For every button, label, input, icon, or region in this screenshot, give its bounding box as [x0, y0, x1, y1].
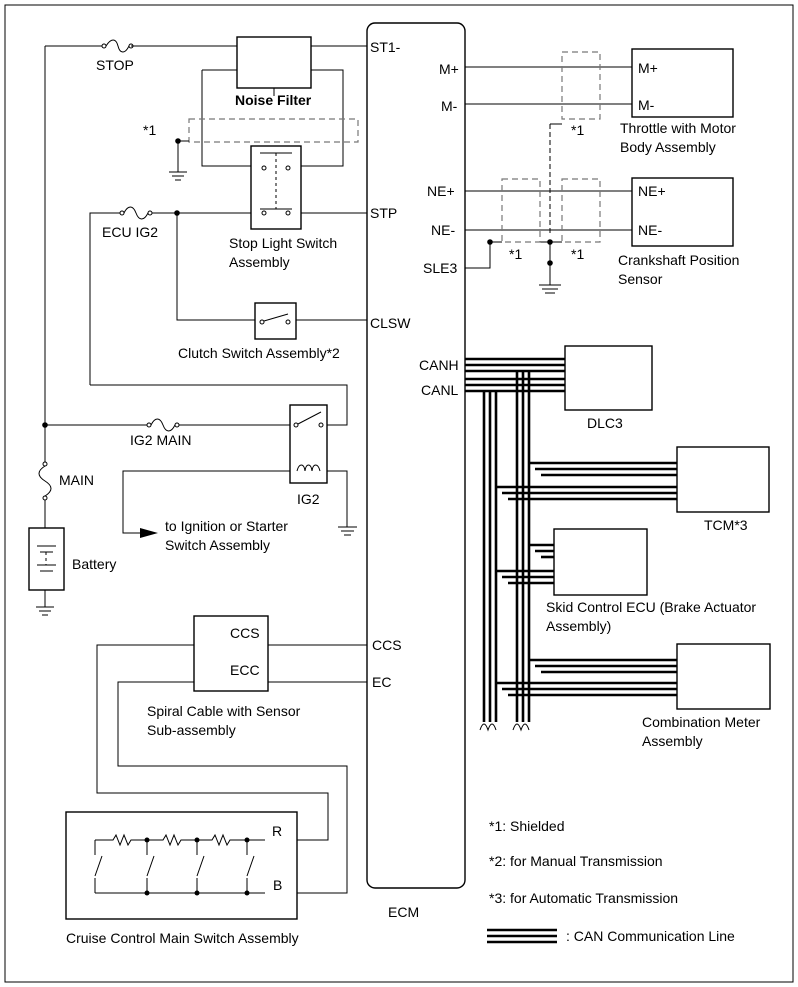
crank-wiring [465, 123, 632, 294]
note-shielded: *1: Shielded [489, 818, 565, 834]
noise-filter-label: Noise Filter [235, 92, 312, 108]
ecm-pin-st1: ST1- [370, 39, 401, 55]
ecm: ECM ST1- M+ M- NE+ NE- SLE3 STP CLSW CAN… [366, 22, 466, 920]
combination-meter-label: Combination Meter [642, 714, 761, 730]
ecm-box [366, 22, 466, 889]
junction-dot [42, 422, 48, 428]
spiral-cable-pin-ecc: ECC [230, 662, 260, 678]
ecm-pin-sle3: SLE3 [423, 260, 457, 276]
cruise-switch-label: Cruise Control Main Switch Assembly [66, 930, 299, 946]
skid-control-ecu-label: Skid Control ECU (Brake Actuator [546, 599, 756, 615]
legend-can-line: : CAN Communication Line [487, 928, 735, 944]
ecm-pin-canl: CANL [421, 382, 459, 398]
fuse-main: MAIN [38, 461, 94, 501]
spiral-cable-label: Spiral Cable with Sensor [147, 703, 301, 719]
ig2-relay: IG2 [289, 404, 328, 507]
tcm: TCM*3 [676, 446, 770, 533]
ground-symbol [338, 526, 357, 536]
dlc3-label: DLC3 [587, 415, 623, 431]
to-ignition-label-2: Switch Assembly [165, 537, 270, 553]
fuse-main-label: MAIN [59, 472, 94, 488]
spiral-cable-label-2: Sub-assembly [147, 722, 236, 738]
throttle-body: M+ M- Throttle with Motor Body Assembly [620, 48, 736, 155]
to-ignition: to Ignition or Starter Switch Assembly [140, 518, 288, 553]
fuse-ig2-main: IG2 MAIN [130, 418, 191, 448]
notes: *1: Shielded *2: for Manual Transmission… [489, 818, 678, 906]
throttle-wiring [465, 66, 632, 105]
crank-pin-neminus: NE- [638, 222, 662, 238]
crank-sensor: NE+ NE- Crankshaft Position Sensor [618, 177, 739, 287]
power-wiring [44, 45, 367, 534]
clutch-switch-label: Clutch Switch Assembly*2 [178, 345, 340, 361]
crank-pin-neplus: NE+ [638, 183, 666, 199]
battery: Battery [28, 527, 116, 616]
can-bus [465, 357, 677, 732]
crank-label-2: Sensor [618, 271, 663, 287]
ig2-relay-label: IG2 [297, 491, 320, 507]
throttle-pin-mplus: M+ [638, 60, 658, 76]
ecm-pin-ec: EC [372, 674, 391, 690]
ecm-pin-stp: STP [370, 205, 397, 221]
clutch-switch: Clutch Switch Assembly*2 [178, 302, 340, 361]
shield-crank-right: *1 [561, 178, 601, 262]
note-manual: *2: for Manual Transmission [489, 853, 663, 869]
throttle-label-2: Body Assembly [620, 139, 716, 155]
shield-throttle: *1 [561, 51, 601, 138]
noise-filter: Noise Filter [201, 36, 344, 167]
skid-control-ecu: Skid Control ECU (Brake Actuator Assembl… [546, 528, 756, 634]
stop-light-switch: Stop Light Switch Assembly [229, 145, 337, 270]
legend-can-label: : CAN Communication Line [566, 928, 735, 944]
ecm-pin-neplus: NE+ [427, 183, 455, 199]
cruise-switch-pin-r: R [272, 823, 282, 839]
to-ignition-label: to Ignition or Starter [165, 518, 288, 534]
dlc3: DLC3 [564, 345, 653, 431]
junction-dot [174, 210, 180, 216]
combination-meter-label-2: Assembly [642, 733, 703, 749]
ecm-pin-ccs: CCS [372, 637, 402, 653]
note-automatic: *3: for Automatic Transmission [489, 890, 678, 906]
shield-mark: *1 [571, 246, 584, 262]
ecm-label: ECM [388, 904, 419, 920]
battery-label: Battery [72, 556, 116, 572]
ecm-pin-mplus: M+ [439, 61, 459, 77]
ecm-pin-mminus: M- [441, 98, 458, 114]
shield-mark: *1 [143, 122, 156, 138]
cruise-control-main-switch: R B Cruise Control Main Switch Assembly [65, 811, 299, 946]
diagram-frame [4, 4, 794, 983]
ecm-pin-canh: CANH [419, 357, 459, 373]
throttle-label: Throttle with Motor [620, 120, 736, 136]
combination-meter: Combination Meter Assembly [642, 643, 771, 749]
stop-light-switch-label: Stop Light Switch [229, 235, 337, 251]
stop-light-switch-label-2: Assembly [229, 254, 290, 270]
fuse-stop-label: STOP [96, 57, 134, 73]
fuse-ecu-ig2: ECU IG2 [102, 206, 158, 240]
spiral-cable-pin-ccs: CCS [230, 625, 260, 641]
cruise-wiring [96, 644, 367, 894]
fuse-ecu-ig2-label: ECU IG2 [102, 224, 158, 240]
spiral-cable: CCS ECC Spiral Cable with Sensor Sub-ass… [147, 615, 301, 738]
shield-mark: *1 [571, 122, 584, 138]
shield-noise-filter: *1 [143, 118, 359, 181]
cruise-switch-pin-b: B [273, 877, 282, 893]
throttle-pin-mminus: M- [638, 97, 655, 113]
skid-control-ecu-label-2: Assembly) [546, 618, 611, 634]
crank-label: Crankshaft Position [618, 252, 739, 268]
fuse-ig2-main-label: IG2 MAIN [130, 432, 191, 448]
fuse-stop: STOP [96, 39, 134, 73]
tcm-label: TCM*3 [704, 517, 748, 533]
shield-crank-left: *1 [501, 178, 541, 262]
ecm-pin-neminus: NE- [431, 222, 455, 238]
shield-mark: *1 [509, 246, 522, 262]
ecm-pin-clsw: CLSW [370, 315, 411, 331]
